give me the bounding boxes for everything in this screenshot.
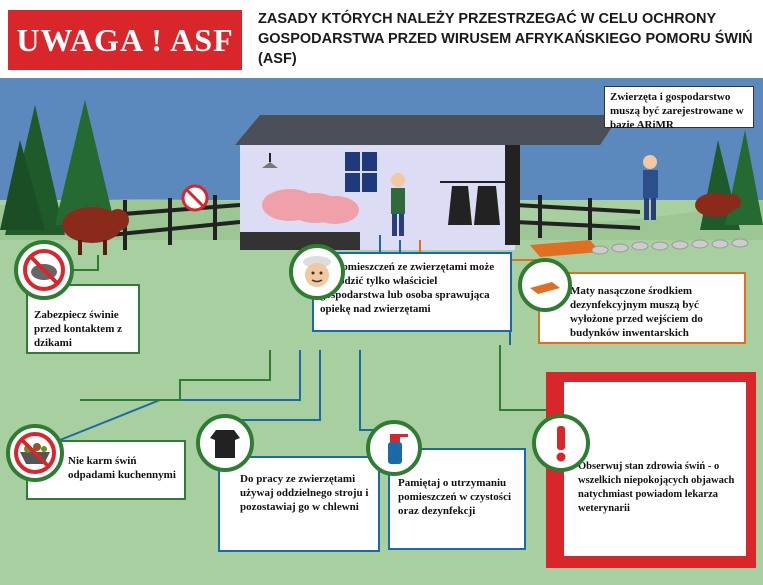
callout-clothing: Do pracy ze zwierzętami używaj oddzielne… [218,456,380,552]
callout-cleanliness-text: Pamiętaj o utrzymaniu pomieszczeń w czys… [398,477,512,517]
no-kitchen-waste-icon [6,424,64,482]
callout-health: Obserwuj stan zdrowia świń - o wszelkich… [564,382,746,556]
wild-boar-left [62,207,129,255]
farmer-in-barn [391,173,405,236]
warning-exclamation-icon [532,414,590,472]
clothes-rack [440,181,505,225]
trees-left [0,100,115,235]
no-entry-sign-icon [181,184,209,212]
callout-feeding-text: Nie karm świń odpadami kuchennymi [68,455,176,481]
disinfection-mat [530,240,600,257]
callout-health-text: Obserwuj stan zdrowia świń - o wszelkich… [578,461,735,514]
no-wild-boar-icon [14,240,74,300]
callout-mats-text: Maty nasączone środkiem dezynfekcyjnym m… [570,285,703,339]
fence [109,195,641,250]
uwaga-asf-badge: UWAGA ! ASF [8,10,242,70]
farmer-face-icon [289,244,345,300]
callout-access: Do pomieszczeń ze zwierzętami może wchod… [312,252,512,332]
farmer-right [643,155,658,220]
disinfection-mat-icon [518,258,572,312]
callout-wild-boar-text: Zabezpiecz świnie przed kontaktem z dzik… [34,309,122,349]
work-clothes-icon [196,414,254,472]
callout-registration-text: Zwierzęta i gospodarstwo muszą być zarej… [610,91,744,131]
callout-access-text: Do pomieszczeń ze zwierzętami może wchod… [320,261,495,315]
callout-mats: Maty nasączone środkiem dezynfekcyjnym m… [538,272,746,344]
pigs [262,189,359,224]
callout-clothing-text: Do pracy ze zwierzętami używaj oddzielne… [240,473,369,513]
cobblestones [591,238,749,255]
callout-registration: Zwierzęta i gospodarstwo muszą być zarej… [604,86,754,131]
poster-title: ZASADY KTÓRYCH NALEŻY PRZESTRZEGAĆ W CEL… [258,11,753,67]
wild-boar-right [695,193,741,217]
health-panel: Obserwuj stan zdrowia świń - o wszelkich… [546,372,756,568]
disinfectant-spray-icon [366,420,422,476]
